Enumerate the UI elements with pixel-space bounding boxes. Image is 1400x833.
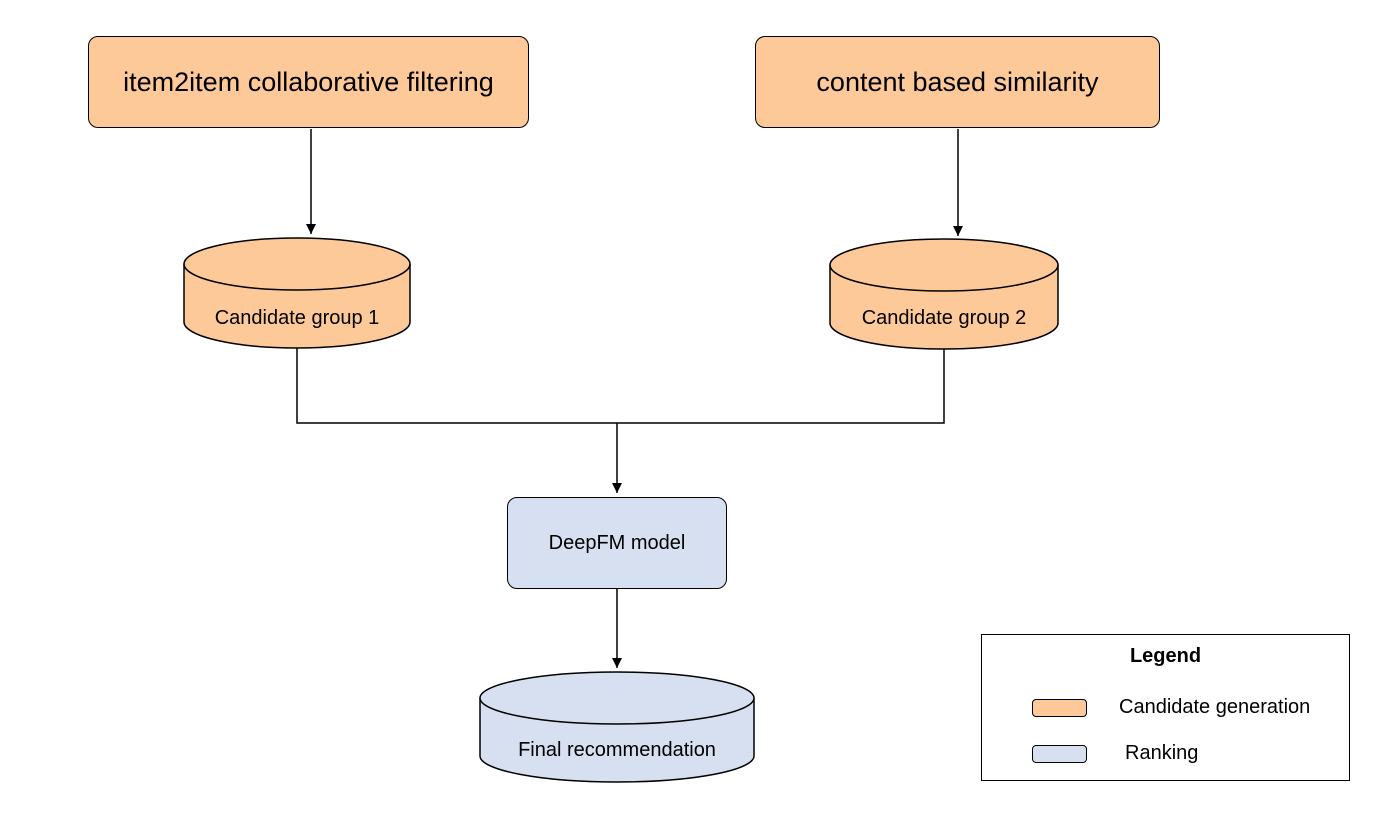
edge-groups-merge [296, 348, 945, 424]
deepfm-model-node: DeepFM model [507, 497, 727, 589]
final-recommendation-label: Final recommendation [518, 738, 716, 761]
candidate-group-2-cylinder [829, 238, 1059, 350]
content-similarity-node: content based similarity [755, 36, 1160, 128]
collaborative-filtering-node: item2item collaborative filtering [88, 36, 529, 128]
legend: Legend Candidate generation Ranking [981, 634, 1350, 781]
legend-swatch-candidate [1032, 699, 1087, 717]
candidate-group-1-cylinder [183, 237, 411, 349]
deepfm-model-label: DeepFM model [548, 531, 686, 554]
legend-title: Legend [1129, 645, 1202, 667]
candidate-group-1-label: Candidate group 1 [214, 306, 380, 329]
content-similarity-label: content based similarity [816, 66, 1099, 97]
collaborative-filtering-label: item2item collaborative filtering [123, 66, 494, 97]
legend-swatch-ranking [1032, 745, 1087, 763]
legend-label-ranking: Ranking [1125, 742, 1199, 764]
candidate-group-2-label: Candidate group 2 [861, 306, 1027, 329]
final-recommendation-cylinder [479, 671, 755, 783]
legend-label-candidate: Candidate generation [1119, 696, 1311, 718]
